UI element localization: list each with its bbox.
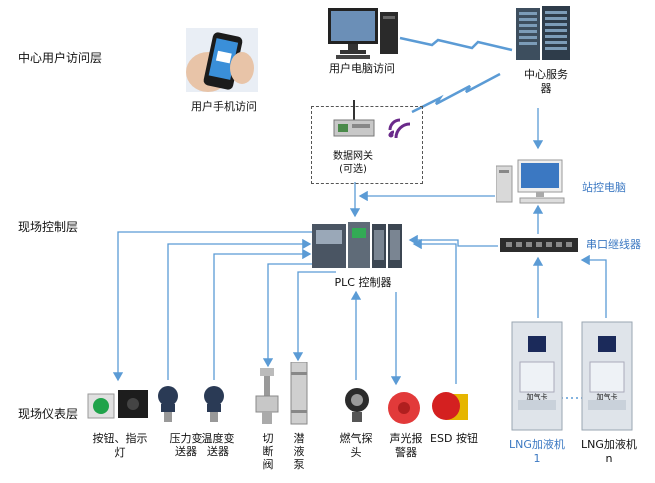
layer-center-access: 中心用户访问层 [18, 51, 103, 65]
server-rack-icon [516, 6, 570, 60]
temperature-transmitter-icon [204, 386, 224, 422]
station-pc-icon [496, 159, 565, 204]
gateway-device-icon [333, 100, 375, 137]
gas-detector-icon [345, 388, 369, 422]
layer-field-control: 现场控制层 [18, 220, 79, 234]
wireless-signal-icon [388, 118, 411, 139]
pump-caption: 潜液泵 [293, 432, 305, 471]
wireless-pc-server [399, 36, 513, 52]
pressure-caption: 压力变送器 [169, 432, 203, 458]
dispenser-1-screen-text: 加气卡 [526, 393, 548, 401]
plc-caption: PLC 控制器 [334, 276, 392, 289]
plc-controller-icon [312, 222, 402, 268]
layer-field-instrument: 现场仪表层 [18, 407, 79, 421]
server-caption: 中心服务器 [524, 68, 568, 95]
gateway-label: 数据网关 [333, 151, 373, 162]
button-lamp-icon [87, 390, 148, 419]
esd-caption: ESD 按钮 [430, 432, 478, 445]
temperature-caption: 温度变送器 [201, 432, 235, 458]
button-lamp-caption: 按钮、指示灯 [92, 432, 148, 459]
line-plc-button [112, 231, 316, 382]
shutoff-valve-icon [255, 368, 279, 424]
pc-caption: 用户电脑访问 [329, 62, 395, 75]
serial-relay-caption: 串口继线器 [586, 238, 641, 251]
esd-button-icon [432, 392, 468, 420]
line-temp-plc [213, 248, 312, 380]
line-dn-relay [580, 254, 607, 318]
line-plc-valve [262, 263, 320, 368]
dispenser-n-screen-text: 加气卡 [596, 393, 618, 401]
station-pc-caption: 站控电脑 [582, 181, 626, 194]
desktop-pc-icon [328, 8, 398, 59]
valve-caption: 切断阀 [262, 432, 274, 471]
serial-relay-icon [500, 238, 578, 252]
gateway-note: (可选) [339, 164, 367, 175]
line-esd-plc [412, 238, 457, 384]
mobile-phone-icon [186, 28, 258, 92]
mobile-caption: 用户手机访问 [191, 100, 257, 113]
line-relay-plc [408, 234, 498, 247]
line-plc-pump [292, 271, 336, 362]
dispenser-n-icon [581, 321, 633, 431]
alarm-caption: 声光报警器 [389, 432, 423, 459]
dispenser-1-icon [511, 321, 563, 431]
dispenser-1-caption: LNG加液机1 [509, 438, 565, 465]
gateway-box [311, 106, 423, 184]
gateway-caption: 数据网关 (可选) [318, 150, 388, 176]
wireless-gateway-server [411, 72, 501, 114]
dispenser-n-caption: LNG加液机n [581, 438, 637, 465]
gas-caption: 燃气探头 [339, 432, 373, 459]
submersible-pump-icon [290, 362, 308, 425]
alarm-icon [388, 392, 420, 424]
pressure-transmitter-icon [158, 386, 178, 422]
line-pressure-plc [167, 238, 312, 380]
